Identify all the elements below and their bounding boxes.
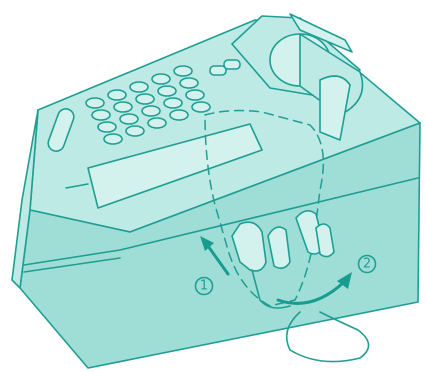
keypad-key — [142, 106, 160, 116]
keypad-key — [130, 82, 148, 92]
keypad-key — [92, 110, 110, 120]
keypad-key — [136, 94, 154, 104]
keypad-key — [148, 118, 166, 128]
keypad-key — [174, 66, 192, 76]
keypad-key — [170, 110, 188, 120]
keypad-key — [192, 102, 210, 112]
keypad-key — [126, 126, 144, 136]
keypad-key — [164, 98, 182, 108]
keypad-key — [180, 78, 198, 88]
step-1-label: 1 — [200, 279, 208, 294]
keypad-key — [186, 90, 204, 100]
function-key — [224, 60, 240, 69]
keypad-key — [108, 90, 126, 100]
function-key — [210, 66, 226, 75]
keypad-key — [152, 74, 170, 84]
keypad-key — [120, 114, 138, 124]
keypad-key — [158, 86, 176, 96]
keypad-key — [114, 102, 132, 112]
keypad-key — [104, 134, 122, 144]
step-2-label: 2 — [363, 257, 371, 272]
keypad-key — [86, 98, 104, 108]
keypad-key — [98, 122, 116, 132]
